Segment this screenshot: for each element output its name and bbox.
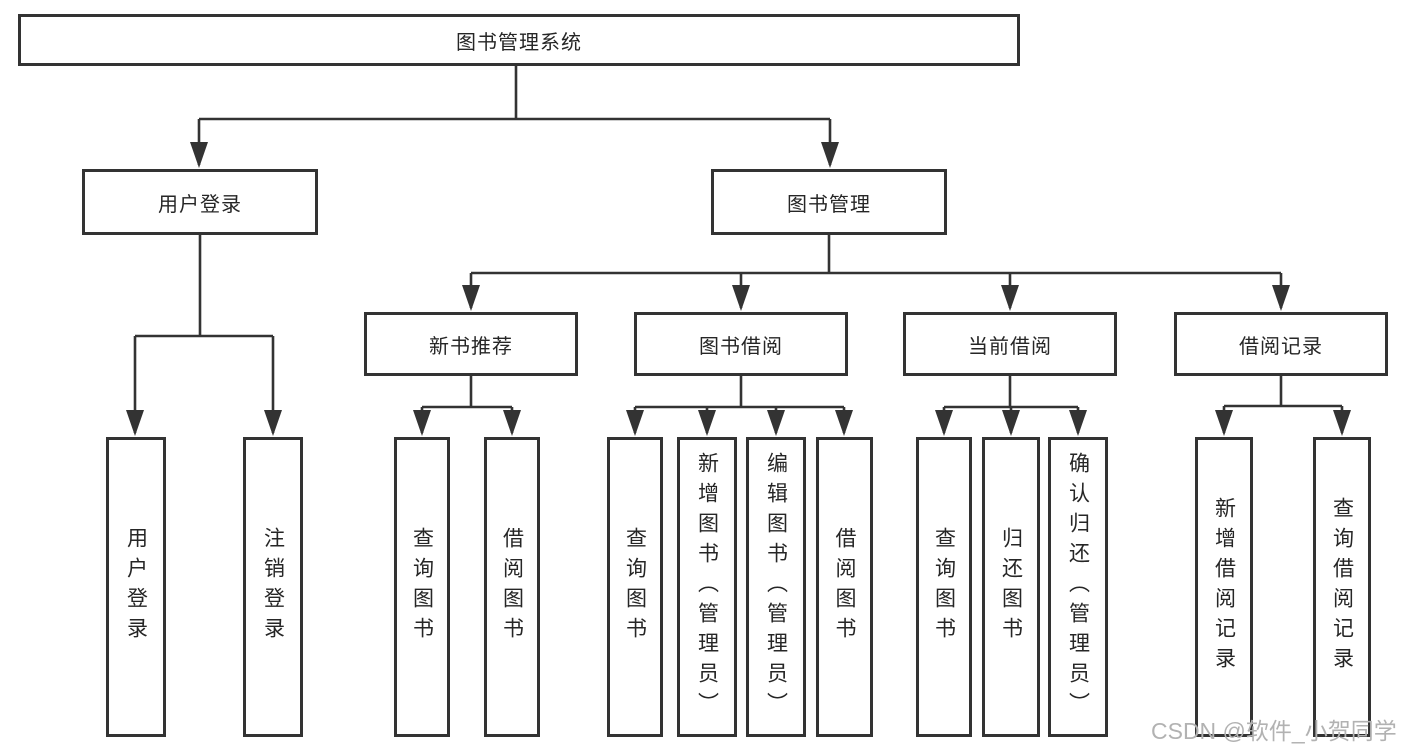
node-recommend-query-books: 查询图书 (394, 437, 450, 737)
node-borrow-borrow-books: 借阅图书 (816, 437, 873, 737)
node-current-confirm-return-admin: 确认归还（管理员） (1048, 437, 1108, 737)
node-current-return-books: 归还图书 (982, 437, 1040, 737)
node-current-query-books: 查询图书 (916, 437, 972, 737)
connector-recommend-children (413, 376, 521, 436)
node-borrow-add-books-admin: 新增图书（管理员） (677, 437, 737, 737)
connector-borrow-children (626, 376, 853, 436)
node-book-borrow: 图书借阅 (634, 312, 848, 376)
node-borrow-query-books: 查询图书 (607, 437, 663, 737)
node-book-management: 图书管理 (711, 169, 947, 235)
node-new-book-recommend: 新书推荐 (364, 312, 578, 376)
connector-user-login-children (126, 235, 282, 436)
node-logout-action: 注销登录 (243, 437, 303, 737)
node-borrow-edit-books-admin: 编辑图书（管理员） (746, 437, 806, 737)
node-records-add-record: 新增借阅记录 (1195, 437, 1253, 737)
node-user-login: 用户登录 (82, 169, 318, 235)
node-borrow-records: 借阅记录 (1174, 312, 1388, 376)
node-recommend-borrow-books: 借阅图书 (484, 437, 540, 737)
connector-root-to-level2 (190, 66, 839, 168)
connector-book-management-children (462, 235, 1290, 311)
csdn-watermark: CSDN @软件_小贺同学 (1151, 718, 1397, 744)
node-root-system: 图书管理系统 (18, 14, 1020, 66)
node-user-login-action: 用户登录 (106, 437, 166, 737)
connector-current-children (935, 376, 1087, 436)
node-current-borrow: 当前借阅 (903, 312, 1117, 376)
node-records-query-record: 查询借阅记录 (1313, 437, 1371, 737)
connector-records-children (1215, 376, 1351, 436)
